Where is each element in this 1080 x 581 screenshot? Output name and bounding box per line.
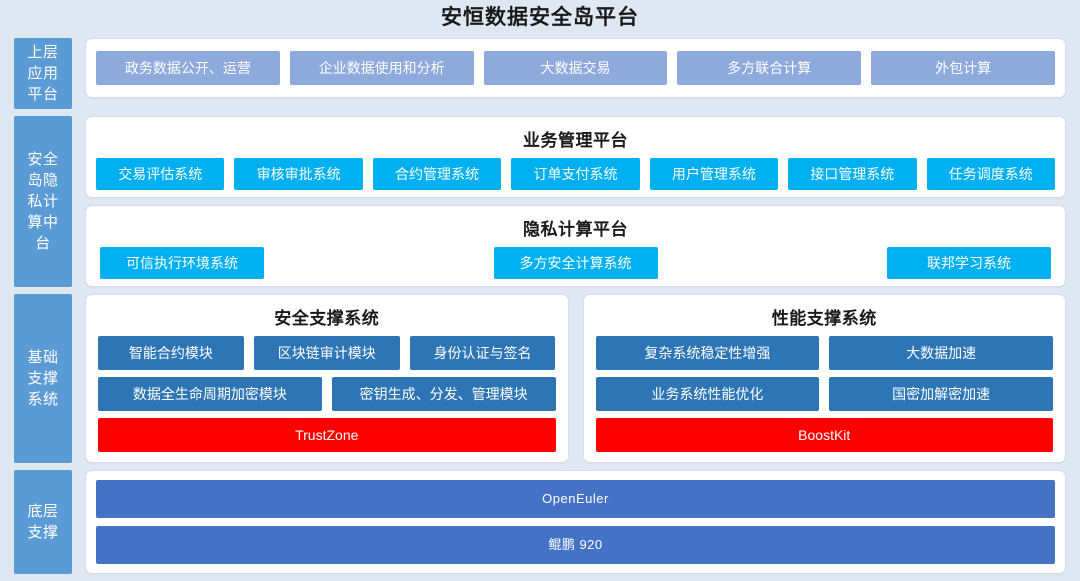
layer-label-application-text: 上层应用平台	[27, 44, 59, 103]
business-chip-user-management[interactable]: 用户管理系统	[649, 158, 779, 190]
privacy-chip-tee[interactable]: 可信执行环境系统	[100, 247, 264, 279]
module-system-stability[interactable]: 复杂系统稳定性增强	[595, 336, 820, 370]
panel-title-security-support: 安全支撑系统	[274, 309, 380, 328]
panel-security-support: 安全支撑系统 智能合约模块 区块链审计模块 身份认证与签名 数据全生命周期加密模…	[85, 294, 569, 463]
layer-midplatform: 安全岛隐私计算中台 业务管理平台 交易评估系统 审核审批系统 合约管理系统 订单…	[0, 116, 1080, 287]
business-chip-task-scheduling[interactable]: 任务调度系统	[926, 158, 1055, 190]
app-chip-government-data[interactable]: 政务数据公开、运营	[96, 51, 280, 85]
layer-label-midplatform-text: 安全岛隐私计算中台	[27, 151, 59, 252]
business-chip-trade-assessment[interactable]: 交易评估系统	[96, 158, 225, 190]
app-chip-multiparty-compute[interactable]: 多方联合计算	[677, 51, 862, 85]
layer-label-application: 上层应用平台	[14, 38, 72, 109]
application-chip-row: 政务数据公开、运营 企业数据使用和分析 大数据交易 多方联合计算 外包计算	[96, 51, 1055, 85]
privacy-chip-mpc[interactable]: 多方安全计算系统	[493, 247, 658, 279]
app-chip-enterprise-data[interactable]: 企业数据使用和分析	[289, 51, 474, 85]
layer-application-body: 政务数据公开、运营 企业数据使用和分析 大数据交易 多方联合计算 外包计算	[85, 38, 1066, 109]
security-module-row-2: 数据全生命周期加密模块 密钥生成、分发、管理模块	[98, 377, 556, 411]
architecture-diagram: 上层应用平台 政务数据公开、运营 企业数据使用和分析 大数据交易 多方联合计算 …	[0, 38, 1080, 581]
module-bigdata-acceleration[interactable]: 大数据加速	[829, 336, 1053, 370]
business-chip-order-payment[interactable]: 订单支付系统	[511, 158, 640, 190]
security-bar-row: TrustZone	[98, 418, 556, 452]
layer-infrastructure-body: 安全支撑系统 智能合约模块 区块链审计模块 身份认证与签名 数据全生命周期加密模…	[85, 294, 1066, 463]
module-identity-signature[interactable]: 身份认证与签名	[409, 336, 556, 370]
performance-module-row-1: 复杂系统稳定性增强 大数据加速	[595, 336, 1053, 370]
module-key-management[interactable]: 密钥生成、分发、管理模块	[331, 377, 556, 411]
app-chip-outsourced-compute[interactable]: 外包计算	[871, 51, 1055, 85]
business-chip-row: 交易评估系统 审核审批系统 合约管理系统 订单支付系统 用户管理系统 接口管理系…	[96, 158, 1055, 190]
bar-trustzone[interactable]: TrustZone	[98, 418, 556, 452]
module-business-performance[interactable]: 业务系统性能优化	[595, 377, 820, 411]
panel-privacy-computing: 隐私计算平台 可信执行环境系统 多方安全计算系统 联邦学习系统	[85, 205, 1066, 287]
layer-label-base-support-text: 底层支撑	[27, 503, 59, 541]
page-title: 安恒数据安全岛平台	[441, 6, 639, 29]
app-chip-bigdata-trading[interactable]: 大数据交易	[483, 51, 668, 85]
security-module-stack: 智能合约模块 区块链审计模块 身份认证与签名 数据全生命周期加密模块 密钥生成、…	[98, 336, 556, 452]
module-smart-contract[interactable]: 智能合约模块	[98, 336, 244, 370]
security-module-row-1: 智能合约模块 区块链审计模块 身份认证与签名	[98, 336, 556, 370]
performance-bar-row: BoostKit	[595, 418, 1053, 452]
performance-module-stack: 复杂系统稳定性增强 大数据加速 业务系统性能优化 国密加解密加速 BoostKi…	[595, 336, 1053, 452]
base-bar-stack: OpenEuler 鲲鹏 920	[96, 480, 1055, 564]
panel-application: 政务数据公开、运营 企业数据使用和分析 大数据交易 多方联合计算 外包计算	[85, 38, 1066, 98]
panel-title-privacy-computing: 隐私计算平台	[523, 220, 628, 239]
layer-label-base-support: 底层支撑	[14, 470, 72, 574]
layer-label-midplatform: 安全岛隐私计算中台	[14, 116, 72, 287]
business-chip-review-approval[interactable]: 审核审批系统	[234, 158, 363, 190]
business-chip-api-management[interactable]: 接口管理系统	[788, 158, 917, 190]
module-lifecycle-encryption[interactable]: 数据全生命周期加密模块	[98, 377, 322, 411]
privacy-chip-federated-learning[interactable]: 联邦学习系统	[887, 247, 1051, 279]
layer-infrastructure-support: 基础支撑系统 安全支撑系统 智能合约模块 区块链审计模块 身份认证与签名 数据全…	[0, 294, 1080, 463]
privacy-chip-row: 可信执行环境系统 多方安全计算系统 联邦学习系统	[96, 247, 1055, 279]
bar-boostkit[interactable]: BoostKit	[595, 418, 1053, 452]
panel-base-support: OpenEuler 鲲鹏 920	[85, 470, 1066, 574]
bar-kunpeng-920[interactable]: 鲲鹏 920	[96, 526, 1055, 564]
panel-performance-support: 性能支撑系统 复杂系统稳定性增强 大数据加速 业务系统性能优化 国密加解密加速 …	[582, 294, 1066, 463]
layer-label-infrastructure-support-text: 基础支撑系统	[27, 349, 59, 408]
business-chip-contract-management[interactable]: 合约管理系统	[372, 158, 502, 190]
bar-openeuler[interactable]: OpenEuler	[96, 480, 1055, 518]
panel-business-management: 业务管理平台 交易评估系统 审核审批系统 合约管理系统 订单支付系统 用户管理系…	[85, 116, 1066, 198]
layer-application: 上层应用平台 政务数据公开、运营 企业数据使用和分析 大数据交易 多方联合计算 …	[0, 38, 1080, 109]
layer-base-body: OpenEuler 鲲鹏 920	[85, 470, 1066, 574]
layer-base-support: 底层支撑 OpenEuler 鲲鹏 920	[0, 470, 1080, 574]
layer-label-infrastructure-support: 基础支撑系统	[14, 294, 72, 463]
support-systems-columns: 安全支撑系统 智能合约模块 区块链审计模块 身份认证与签名 数据全生命周期加密模…	[85, 294, 1066, 463]
module-blockchain-audit[interactable]: 区块链审计模块	[253, 336, 400, 370]
module-sm-crypto-acceleration[interactable]: 国密加解密加速	[829, 377, 1053, 411]
panel-title-performance-support: 性能支撑系统	[771, 309, 877, 328]
layer-midplatform-body: 业务管理平台 交易评估系统 审核审批系统 合约管理系统 订单支付系统 用户管理系…	[85, 116, 1066, 287]
performance-module-row-2: 业务系统性能优化 国密加解密加速	[595, 377, 1053, 411]
panel-title-business-management: 业务管理平台	[523, 131, 628, 150]
